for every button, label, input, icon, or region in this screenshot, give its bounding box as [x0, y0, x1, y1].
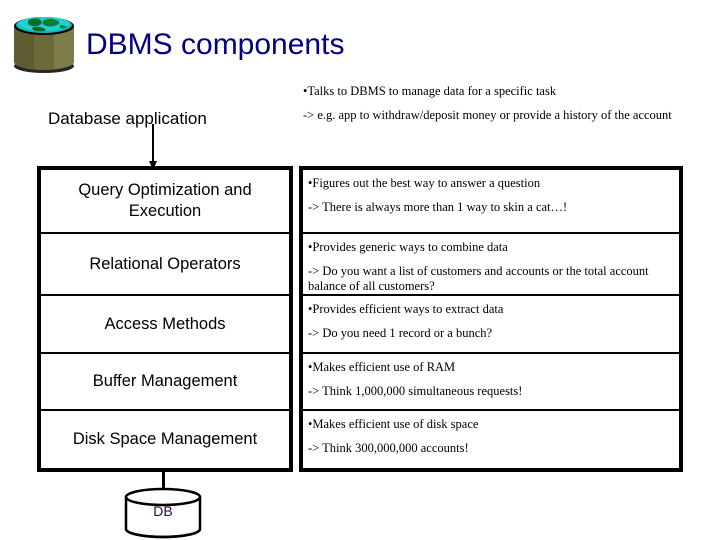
detail-bullet: •Provides efficient ways to extract data [308, 302, 504, 316]
detail-arrow: -> Do you need 1 record or a bunch? [308, 326, 493, 340]
page-title: DBMS components [86, 28, 345, 61]
detail-arrow: -> Think 300,000,000 accounts! [308, 441, 469, 455]
down-arrow-icon [149, 124, 157, 170]
component-stack: Query Optimization and Execution Relatio… [37, 166, 293, 472]
detail-arrow: -> Do you want a list of customers and a… [308, 264, 649, 293]
top-note-arrow: -> e.g. app to withdraw/deposit money or… [303, 108, 672, 122]
component-row-disk-space-management[interactable]: Disk Space Management [72, 430, 258, 448]
db-cylinder-label: DB [153, 503, 173, 519]
component-row-query-optimization[interactable]: Query Optimization and Execution [41, 170, 289, 234]
detail-bullet: •Makes efficient use of disk space [308, 417, 479, 431]
component-row-buffer-management[interactable]: Buffer Management [41, 354, 289, 411]
component-row-relational-operators[interactable]: Relational Operators [41, 234, 289, 296]
detail-row-buffer-management: •Makes efficient use of RAM -> Think 1,0… [303, 354, 679, 411]
detail-row-disk-space-management: •Makes efficient use of disk space -> Th… [303, 411, 679, 468]
database-globe-icon [14, 17, 74, 73]
top-notes: •Talks to DBMS to manage data for a spec… [303, 84, 685, 123]
detail-arrow: -> There is always more than 1 way to sk… [308, 200, 568, 214]
detail-row-access-methods: •Provides efficient ways to extract data… [303, 296, 679, 354]
db-connector-line [162, 471, 165, 490]
db-cylinder-icon [124, 487, 202, 539]
detail-stack: •Figures out the best way to answer a qu… [299, 166, 683, 472]
top-note-bullet: •Talks to DBMS to manage data for a spec… [303, 84, 557, 98]
database-application-label: Database application [48, 109, 207, 128]
detail-bullet: •Figures out the best way to answer a qu… [308, 176, 541, 190]
component-row-access-methods[interactable]: Access Methods [41, 296, 289, 354]
detail-row-query-optimization: •Figures out the best way to answer a qu… [303, 170, 679, 234]
detail-arrow: -> Think 1,000,000 simultaneous requests… [308, 384, 523, 398]
detail-bullet: •Provides generic ways to combine data [308, 240, 508, 254]
detail-bullet: •Makes efficient use of RAM [308, 360, 456, 374]
detail-row-relational-operators: •Provides generic ways to combine data -… [303, 234, 679, 296]
